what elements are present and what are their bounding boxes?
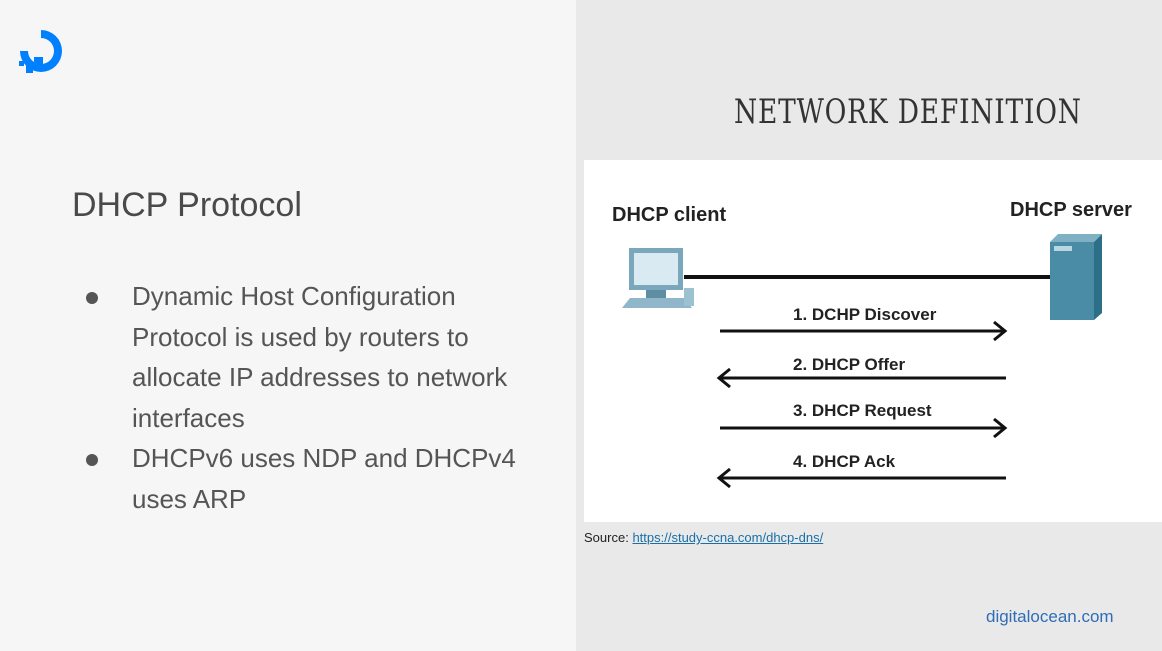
server-icon	[1050, 234, 1102, 320]
bullet-item: DHCPv6 uses NDP and DHCPv4 uses ARP	[82, 438, 532, 519]
digitalocean-logo-icon	[19, 30, 62, 73]
slide-title: DHCP Protocol	[72, 186, 302, 224]
bullet-dot	[86, 454, 98, 466]
dhcp-diagram: DHCP client DHCP server 1. DCHP Discover…	[584, 160, 1162, 522]
dhcp-diagram-svg: DHCP client DHCP server 1. DCHP Discover…	[612, 199, 1132, 489]
arrowhead-left-icon	[716, 467, 731, 489]
message-label: 3. DHCP Request	[793, 401, 932, 420]
client-label: DHCP client	[612, 204, 726, 226]
arrowhead-right-icon	[993, 320, 1008, 342]
footer-site: digitalocean.com	[986, 607, 1114, 626]
computer-icon	[622, 248, 694, 308]
bullet-text: DHCPv6 uses NDP and DHCPv4 uses ARP	[132, 443, 516, 514]
source-link[interactable]: https://study-ccna.com/dhcp-dns/	[632, 530, 824, 545]
bullet-item: Dynamic Host Configuration Protocol is u…	[82, 276, 532, 438]
message-label: 4. DHCP Ack	[793, 452, 896, 471]
bullet-list: Dynamic Host Configuration Protocol is u…	[82, 276, 532, 519]
arrowhead-left-icon	[716, 367, 731, 389]
message-label: 1. DCHP Discover	[793, 305, 937, 324]
bullet-dot	[86, 292, 98, 304]
source-citation: Source: https://study-ccna.com/dhcp-dns/	[584, 530, 823, 545]
source-prefix: Source:	[584, 530, 629, 545]
slide-left-panel	[0, 0, 576, 651]
figure-heading: NETWORK DEFINITION	[734, 92, 1082, 132]
bullet-text: Dynamic Host Configuration Protocol is u…	[132, 281, 508, 433]
server-label: DHCP server	[1010, 199, 1132, 221]
message-label: 2. DHCP Offer	[793, 355, 905, 374]
arrowhead-right-icon	[993, 417, 1008, 439]
